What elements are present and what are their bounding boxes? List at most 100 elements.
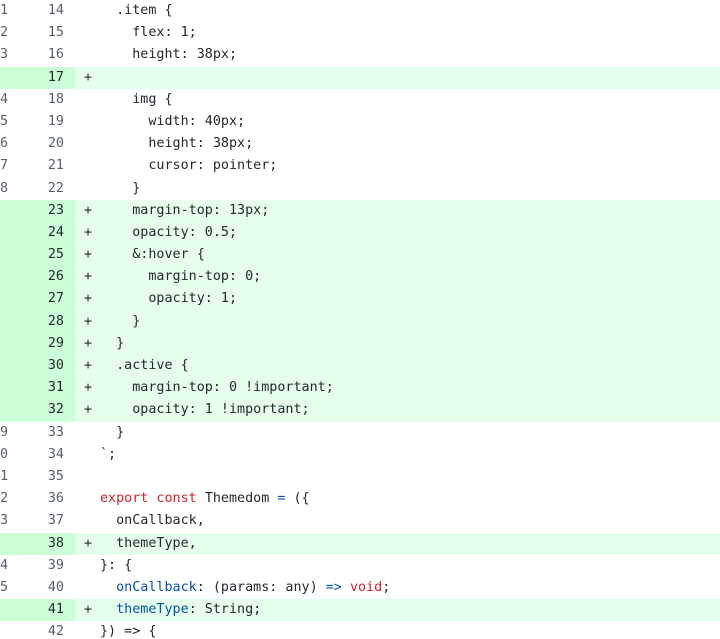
code-token: themeType [100,602,189,618]
new-line-number[interactable]: 35 [47,468,64,484]
old-line-number[interactable]: 5 [0,113,9,129]
old-line-number[interactable] [0,288,75,311]
code-token: margin-top: 0; [100,269,262,285]
new-line-number[interactable]: 14 [47,3,64,18]
new-line-number[interactable]: 34 [47,446,64,462]
diff-marker: + [84,358,93,373]
new-line-number[interactable]: 39 [47,557,64,573]
code-token: height: 38px; [100,136,254,152]
code-token: export const [100,491,205,507]
diff-line-context: 1 35 [0,466,720,488]
diff-marker: + [84,535,93,551]
code-line: img { [100,89,172,111]
old-line-number[interactable]: 9 [0,424,9,440]
diff-marker: + [84,202,93,218]
diff-line-context: 42}) => { [0,621,720,639]
old-line-number[interactable] [0,266,75,289]
old-line-number[interactable] [0,221,75,245]
old-line-number[interactable] [0,66,75,89]
new-line-number[interactable]: 30 [47,358,64,373]
old-line-number[interactable]: 4 [0,557,9,573]
old-line-number[interactable]: 3 [0,47,9,63]
code-token: onCallback [100,579,197,595]
diff-line-added: 25+ &:hover { [0,244,720,267]
new-line-number[interactable]: 18 [47,91,64,107]
old-line-number[interactable] [0,332,75,355]
old-line-number[interactable]: 3 [0,513,9,529]
new-line-number[interactable]: 17 [47,69,64,85]
code-line: flex: 1; [100,22,197,44]
old-line-number[interactable]: 7 [0,158,9,174]
new-line-number[interactable]: 15 [47,25,64,41]
code-token: height: 38px; [100,47,238,63]
old-line-number[interactable]: 1 [0,3,9,18]
code-line: } [100,311,140,333]
old-line-number[interactable]: 1 [0,468,9,484]
code-token: } [100,180,141,196]
code-token: : (params: any) [196,579,326,595]
new-line-number[interactable]: 42 [47,624,64,639]
code-line: themeType, [100,533,197,555]
code-token: ({ [293,491,310,507]
new-line-number[interactable]: 29 [47,335,64,351]
new-line-number[interactable]: 27 [47,291,64,307]
old-line-number[interactable]: 2 [0,25,9,41]
new-line-number[interactable]: 20 [47,136,64,152]
new-line-number[interactable]: 40 [47,579,64,595]
old-line-number[interactable] [0,599,75,622]
new-line-number[interactable]: 37 [47,513,64,529]
new-line-number[interactable]: 23 [47,202,64,218]
code-line: margin-top: 0 !important; [100,377,334,399]
diff-marker: + [84,269,93,285]
code-line: opacity: 0.5; [100,222,237,244]
code-token: flex: 1; [100,25,197,41]
old-line-number[interactable]: 2 [0,491,9,507]
new-line-number[interactable]: 38 [47,535,64,551]
diff-line-added: 30 + .active { [0,355,720,378]
old-line-number[interactable]: 5 [0,579,9,595]
old-line-number[interactable] [0,377,75,400]
diff-marker: + [84,602,93,618]
new-line-number[interactable]: 16 [47,47,64,63]
new-line-number[interactable]: 41 [47,602,64,618]
new-line-number[interactable]: 26 [47,269,64,285]
old-line-number[interactable] [0,310,75,333]
new-line-number[interactable]: 25 [47,247,64,263]
diff-line-added: 32+ opacity: 1 !important; [0,399,720,422]
diff-marker: + [84,313,93,329]
old-line-number[interactable] [0,399,75,422]
code-line: height: 38px; [100,44,237,66]
new-line-number[interactable]: 31 [47,380,64,396]
code-line: &:hover { [100,244,205,266]
diff-line-added: 31+ margin-top: 0 !important; [0,377,720,400]
new-line-number[interactable]: 36 [47,491,64,507]
old-line-number[interactable]: 8 [0,180,9,196]
code-line: height: 38px; [100,133,253,155]
new-line-number[interactable]: 32 [47,402,64,418]
new-line-number[interactable]: 24 [47,224,64,240]
old-line-number[interactable] [0,355,75,378]
old-line-number[interactable] [0,244,75,267]
code-token: &:hover { [100,247,205,263]
old-line-number[interactable] [0,532,75,555]
code-token: width: 40px; [100,113,246,129]
code-line: themeType: String; [100,599,261,621]
diff-line-context: 5 19 width: 40px; [0,111,720,133]
old-line-number[interactable]: 4 [0,91,9,107]
old-line-number[interactable]: 0 [0,446,9,462]
old-line-number[interactable]: 6 [0,136,9,152]
code-token: .active { [100,358,189,373]
new-line-number[interactable]: 19 [47,113,64,129]
old-line-number[interactable] [0,199,75,222]
code-line: } [100,178,140,200]
new-line-number[interactable]: 22 [47,180,64,196]
new-line-number[interactable]: 33 [47,424,64,440]
new-line-number[interactable]: 21 [47,158,64,174]
new-line-number[interactable]: 28 [47,313,64,329]
code-token: .item { [100,3,173,18]
